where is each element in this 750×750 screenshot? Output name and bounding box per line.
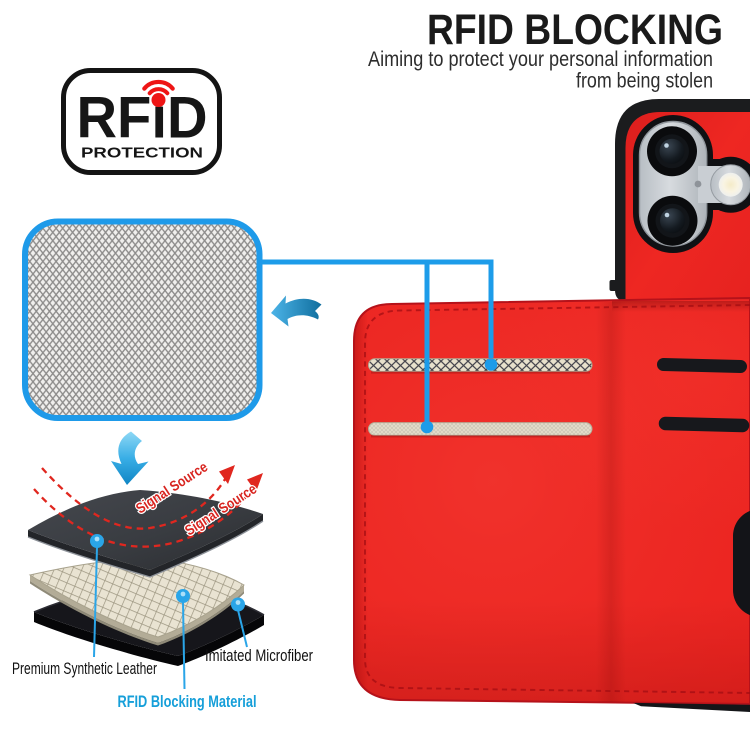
svg-text:PROTECTION: PROTECTION bbox=[81, 145, 203, 162]
svg-text:RFID Blocking Material: RFID Blocking Material bbox=[118, 692, 257, 711]
svg-text:from being stolen: from being stolen bbox=[576, 70, 713, 93]
svg-text:RFıD: RFıD bbox=[77, 86, 208, 151]
svg-text:Aiming to protect your persona: Aiming to protect your personal informat… bbox=[368, 48, 713, 71]
svg-text:Premium Synthetic Leather: Premium Synthetic Leather bbox=[12, 659, 157, 678]
svg-text:Imitated Microfiber: Imitated Microfiber bbox=[205, 647, 313, 665]
svg-text:RFID BLOCKING: RFID BLOCKING bbox=[427, 6, 723, 54]
